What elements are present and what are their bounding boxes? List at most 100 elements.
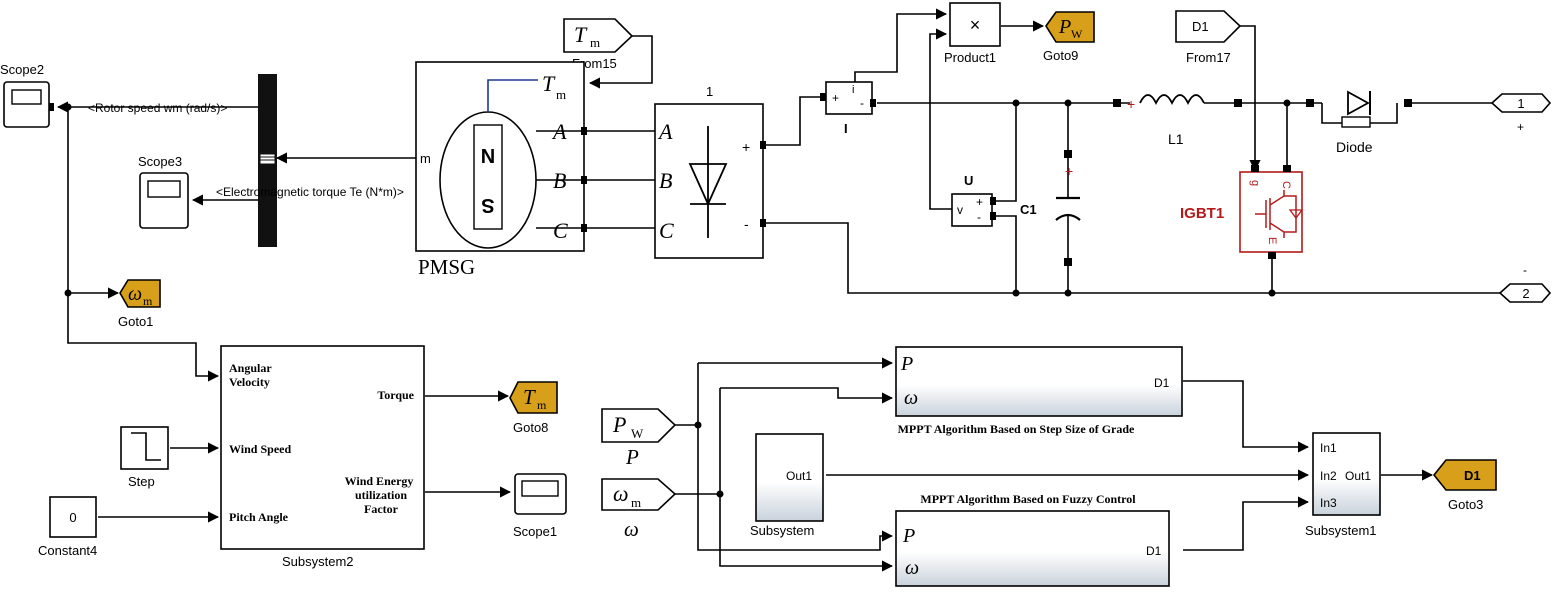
subsystem1-block[interactable]: In1 In2 Out1 In3 Subsystem1 — [1305, 432, 1381, 538]
from17-block[interactable]: D1 From17 — [1175, 10, 1242, 65]
scope2-block[interactable]: Scope2 — [0, 62, 54, 128]
diode-block[interactable]: Diode — [1306, 90, 1412, 155]
diode-label: Diode — [1336, 139, 1373, 155]
goto9-label: Goto9 — [1043, 48, 1078, 63]
subsystem2-in1b: Velocity — [229, 375, 270, 389]
goto9-symbol: P — [1058, 16, 1071, 38]
rectifier-out-plus: + — [742, 139, 750, 155]
subsystem2-out1: Torque — [377, 388, 414, 402]
voltage-measurement-block[interactable]: v + - U — [951, 173, 996, 227]
mppt-fuzzy-out: D1 — [1146, 544, 1162, 558]
igbt-c: C — [1280, 181, 1292, 189]
from17-label: From17 — [1186, 50, 1231, 65]
rectifier-in-b: B — [659, 168, 672, 193]
rectifier-out-minus: - — [744, 216, 749, 232]
goto1-symbol: ω — [128, 283, 142, 305]
outport-2[interactable]: 2 - — [1498, 263, 1552, 303]
goto1-block[interactable]: ω m Goto1 — [118, 279, 161, 329]
scope1-block[interactable]: Scope1 — [513, 473, 567, 539]
from-wm-symbol: ω — [613, 481, 629, 506]
stator-s-label: S — [481, 194, 494, 216]
current-meas-plus: + — [832, 91, 839, 105]
pmsg-port-b: B — [553, 168, 566, 193]
step-block[interactable]: Step — [120, 426, 169, 489]
rectifier-in-a: A — [657, 119, 673, 144]
goto1-label: Goto1 — [118, 314, 153, 329]
mppt-fuzzy-block[interactable]: P ω D1 — [895, 510, 1170, 587]
rectifier-label: 1 — [706, 84, 713, 99]
subsystem1-in2: In2 — [1320, 469, 1337, 483]
subsystem1-in1: In1 — [1320, 441, 1337, 455]
outport-1-sign: + — [1517, 120, 1524, 134]
goto3-tag: D1 — [1464, 468, 1481, 483]
inductor-l1[interactable]: + L1 — [1113, 94, 1242, 147]
rectifier-block[interactable]: 1 A B C + - — [654, 84, 766, 259]
scope2-label: Scope2 — [0, 62, 44, 77]
from-wm-subscript: m — [631, 495, 641, 510]
pmsg-port-tm: T — [542, 71, 556, 96]
igbt-g: g — [1249, 180, 1261, 186]
constant4-label: Constant4 — [38, 543, 97, 558]
pmsg-block[interactable]: N S T m A B C m PMSG — [415, 61, 587, 279]
subsystem2-in3: Pitch Angle — [229, 510, 289, 524]
mppt-fuzzy-caption: MPPT Algorithm Based on Fuzzy Control — [920, 492, 1136, 506]
from15-symbol: T — [574, 22, 588, 47]
subsystem2-block[interactable]: Angular Velocity Wind Speed Pitch Angle … — [220, 345, 425, 569]
goto9-block[interactable]: P W Goto9 — [1043, 11, 1095, 63]
goto8-block[interactable]: T m Goto8 — [509, 381, 558, 435]
mppt-fuzzy-in2: ω — [905, 557, 919, 579]
goto8-symbol: T — [523, 385, 536, 409]
junction-dots — [64, 99, 1314, 498]
from15-block[interactable]: T m From15 — [563, 18, 634, 71]
current-measurement-block[interactable]: + i - I — [820, 81, 876, 136]
igbt1-block[interactable]: g C E IGBT1 — [1180, 165, 1304, 259]
scope3-block[interactable]: Scope3 — [138, 154, 189, 229]
mppt-grade-in1: P — [900, 353, 913, 375]
from15-subscript: m — [590, 35, 600, 50]
step-label: Step — [128, 474, 155, 489]
voltage-meas-plus: + — [976, 195, 983, 209]
outport-1-number: 1 — [1517, 96, 1524, 111]
pmsg-port-c: C — [553, 218, 568, 243]
igbt-e: E — [1266, 237, 1278, 244]
capacitor-c1[interactable]: + C1 — [1020, 150, 1081, 266]
from17-tag: D1 — [1192, 19, 1209, 34]
signal-wires — [56, 8, 1500, 572]
subsystem2-in2: Wind Speed — [229, 442, 291, 456]
goto3-block[interactable]: D1 Goto3 — [1432, 459, 1497, 512]
svg-text:+: + — [1065, 163, 1073, 179]
outport-2-number: 2 — [1522, 286, 1529, 301]
rectifier-in-c: C — [659, 218, 674, 243]
current-meas-minus: - — [860, 96, 864, 110]
from-pw-symbol: P — [612, 412, 626, 437]
voltage-meas-label: U — [964, 173, 973, 188]
bus-selector[interactable] — [258, 74, 277, 247]
product1-block[interactable]: × Product1 — [944, 2, 1001, 65]
pmsg-port-m: m — [420, 151, 431, 166]
goto9-subscript: W — [1071, 27, 1083, 41]
from-pw-block[interactable]: P W P — [601, 408, 677, 469]
goto3-label: Goto3 — [1448, 497, 1483, 512]
subsystem1-in3: In3 — [1320, 496, 1337, 510]
goto8-subscript: m — [537, 398, 547, 412]
current-meas-i: i — [852, 84, 854, 96]
torque-signal-label: <Electromagnetic torque Te (N*m)> — [216, 185, 404, 199]
mppt-grade-block[interactable]: P ω D1 MPPT Algorithm Based on Step Size… — [895, 346, 1183, 436]
svg-text:+: + — [1127, 96, 1135, 112]
voltage-meas-v: v — [957, 203, 963, 217]
stator-n-label: N — [481, 146, 495, 168]
mppt-fuzzy-in1: P — [902, 525, 915, 547]
pmsg-port-tm-sub: m — [556, 87, 566, 102]
current-meas-label: I — [844, 121, 848, 136]
from-pw-subscript: W — [631, 426, 644, 441]
subsystem2-out2c: Factor — [364, 502, 399, 516]
subsystem1-out: Out1 — [1345, 469, 1371, 483]
subsystem2-label: Subsystem2 — [282, 554, 354, 569]
product1-label: Product1 — [944, 50, 996, 65]
outport-1[interactable]: 1 + — [1490, 93, 1552, 134]
constant4-block[interactable]: 0 Constant4 — [38, 496, 97, 558]
pmsg-label: PMSG — [418, 255, 475, 279]
from-wm-block[interactable]: ω m ω — [601, 478, 677, 541]
subsystem-block[interactable]: Out1 Subsystem — [750, 433, 824, 538]
